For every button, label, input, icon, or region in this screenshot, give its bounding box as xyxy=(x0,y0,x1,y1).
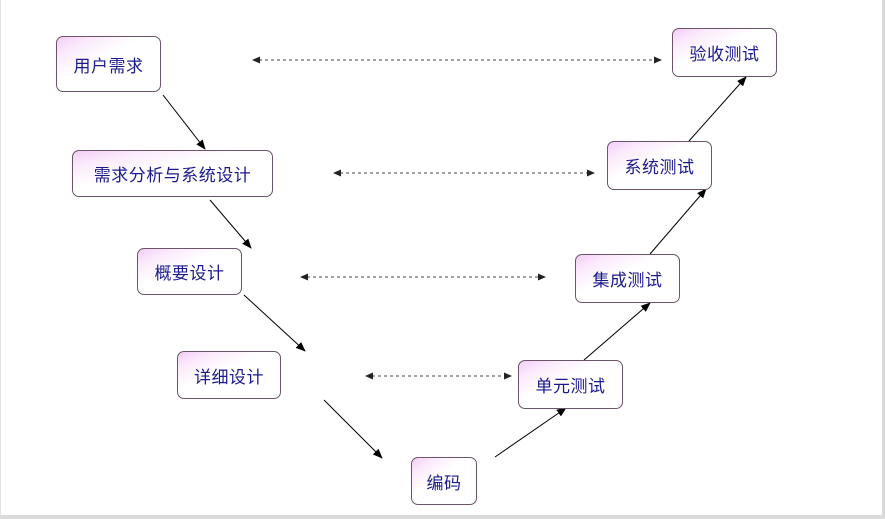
stage-coding: 编码 xyxy=(411,457,477,505)
stage-label: 概要设计 xyxy=(154,264,225,284)
flow-arrow-coding-to-unit-test xyxy=(494,407,567,458)
stage-detailed-design: 详细设计 xyxy=(177,351,281,399)
stage-label: 用户需求 xyxy=(73,56,144,77)
flow-arrow-detailed-to-coding xyxy=(323,399,383,459)
flow-arrow-unit-to-integration xyxy=(583,302,651,361)
stage-label: 系统测试 xyxy=(624,158,695,178)
flow-arrow-analysis-to-outline xyxy=(209,199,252,249)
stage-label: 集成测试 xyxy=(592,271,663,291)
flow-arrow-requirements-to-analysis xyxy=(162,94,206,150)
flow-arrow-outline-to-detailed xyxy=(243,294,306,352)
stage-label: 编码 xyxy=(426,473,462,494)
stage-outline-design: 概要设计 xyxy=(137,248,242,295)
frame-bottom-edge xyxy=(0,515,885,519)
stage-integration-test: 集成测试 xyxy=(575,254,680,303)
stage-acceptance-test: 验收测试 xyxy=(672,28,777,77)
frame-right-edge xyxy=(882,0,885,519)
flow-arrow-system-to-acceptance xyxy=(688,76,747,142)
stage-user-requirements: 用户需求 xyxy=(56,36,161,92)
stage-label: 需求分析与系统设计 xyxy=(93,166,252,186)
flow-arrow-integration-to-system xyxy=(649,188,707,255)
stage-unit-test: 单元测试 xyxy=(518,360,623,409)
stage-label: 单元测试 xyxy=(535,377,606,397)
stage-label: 详细设计 xyxy=(194,367,264,388)
stage-label: 验收测试 xyxy=(689,45,760,65)
stage-system-test: 系统测试 xyxy=(607,141,712,190)
stage-requirements-analysis: 需求分析与系统设计 xyxy=(72,150,273,197)
frame-left-edge xyxy=(0,0,1,519)
